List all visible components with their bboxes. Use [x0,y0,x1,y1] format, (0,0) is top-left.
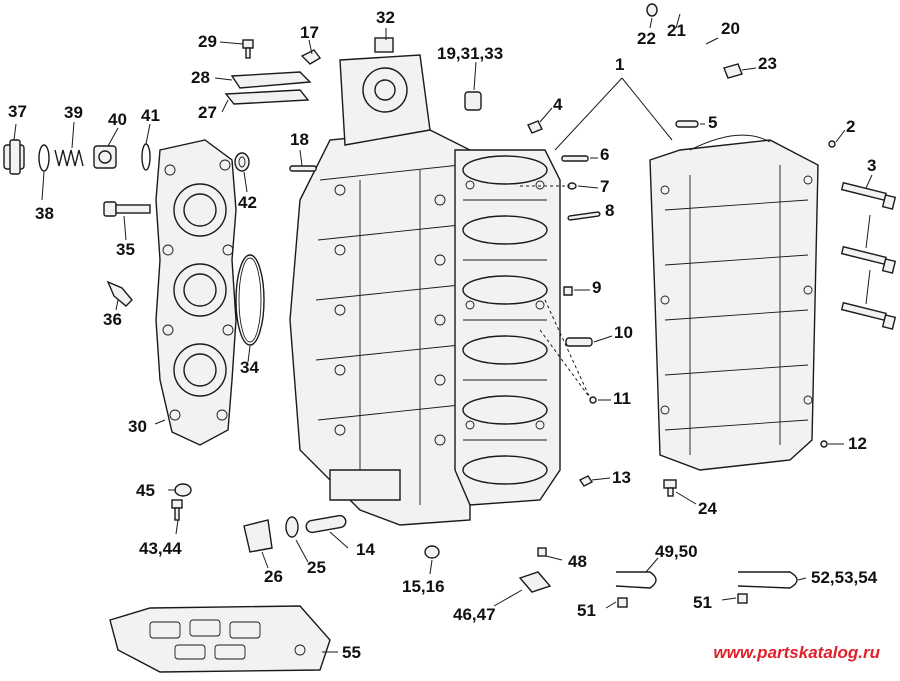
plug-15 [424,545,440,559]
callout-8: 8 [605,201,615,220]
callout-21: 21 [667,21,686,40]
callout-34: 34 [240,358,259,377]
bolt-35 [103,201,151,217]
callout-45: 45 [136,481,155,500]
bushing-26 [243,519,273,553]
callout-46-47: 46,47 [453,605,496,624]
callout-7: 7 [600,177,610,196]
crankcase-cover [649,134,819,471]
cover-plates [224,39,322,105]
callout-51-left: 51 [577,601,596,620]
clamp-46 [518,571,552,593]
crankcase-bearings [454,149,561,506]
screw-51a [617,597,628,608]
callout-49-50: 49,50 [655,542,698,561]
callout-18: 18 [290,130,309,149]
callout-12: 12 [848,434,867,453]
callout-4: 4 [553,95,563,114]
gasket-ring [235,254,265,346]
callout-48: 48 [568,552,587,571]
cylinder-head [155,139,237,446]
callout-9: 9 [592,278,602,297]
base-gasket [109,605,331,673]
tube-14 [305,514,347,534]
callout-37: 37 [8,102,27,121]
seal-25 [285,516,299,538]
screw-51b [737,593,748,604]
callout-28: 28 [191,68,210,87]
callout-27: 27 [198,103,217,122]
callout-11: 11 [613,389,631,408]
callout-41: 41 [141,106,160,125]
bolt-43 [171,499,183,521]
hose-clamp-49 [615,571,657,589]
watermark-link[interactable]: www.partskatalog.ru [713,643,880,662]
plug [464,91,482,111]
callout-2: 2 [846,117,856,136]
callout-39: 39 [64,103,83,122]
callout-23: 23 [758,54,777,73]
callout-36: 36 [103,310,122,329]
leader-lines [13,13,873,653]
callout-26: 26 [264,567,283,586]
small-fittings [527,120,836,497]
callout-35: 35 [116,240,135,259]
callout-5: 5 [708,113,718,132]
callout-38: 38 [35,204,54,223]
cover-bolts [840,181,897,330]
water-hose [646,3,743,96]
washer-45 [174,483,192,497]
callout-55: 55 [342,643,361,662]
callout-19-31-33: 19,31,33 [437,44,504,63]
engine-block [289,37,471,526]
dowel-pin [289,165,317,172]
callout-1: 1 [615,55,625,74]
callout-14: 14 [356,540,375,559]
callout-40: 40 [108,110,127,129]
sensor-36 [106,280,133,307]
callout-10: 10 [614,323,633,342]
callout-25: 25 [307,558,326,577]
callout-3: 3 [867,156,877,175]
callout-29: 29 [198,32,217,51]
callout-20: 20 [721,19,740,38]
callout-24: 24 [698,499,717,518]
callout-32: 32 [376,8,395,27]
thermostat-assembly [3,139,250,175]
screw-48 [537,547,547,557]
callout-15-16: 15,16 [402,577,445,596]
callout-6: 6 [600,145,610,164]
callout-43-44: 43,44 [139,539,182,558]
callout-13: 13 [612,468,631,487]
callout-42: 42 [238,193,257,212]
callout-17: 17 [300,23,319,42]
callout-22: 22 [637,29,656,48]
callout-30: 30 [128,417,147,436]
callout-52-53-54: 52,53,54 [811,568,878,587]
hose-clamp-52 [737,571,798,589]
callout-51-right: 51 [693,593,712,612]
